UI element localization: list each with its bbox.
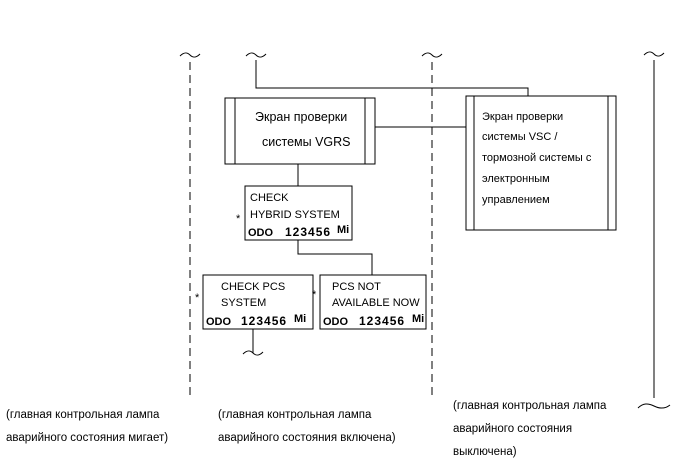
caption-blinking-line2: аварийного состояния мигает) — [6, 432, 168, 444]
hybrid-display-frame — [244, 185, 353, 241]
hybrid-display-line2: HYBRID SYSTEM — [250, 209, 340, 221]
vgrs-box-line2: системы VGRS — [262, 135, 351, 149]
vsc-box-frame — [465, 95, 617, 231]
vsc-box-line1: Экран проверки — [482, 111, 563, 123]
break-mark-top-center — [245, 52, 267, 58]
vgrs-box-line1: Экран проверки — [255, 110, 347, 124]
break-mark-top-mid — [421, 52, 443, 58]
hybrid-odo-value: 123456 — [285, 225, 331, 239]
pcs-check-odo-value: 123456 — [241, 314, 287, 328]
check-hybrid-system-display: CHECK HYBRID SYSTEM ODO 123456 Mi * — [236, 185, 353, 241]
vgrs-box-frame — [224, 97, 376, 165]
column-captions: (главная контрольная лампа аварийного со… — [6, 400, 607, 458]
break-marks — [179, 51, 671, 409]
caption-off-line2: аварийного состояния — [453, 423, 572, 435]
pcs-check-display-frame — [202, 274, 314, 330]
pcs-not-available-display: PCS NOT AVAILABLE NOW ODO 123456 Mi * — [312, 274, 427, 330]
vsc-box-line3: тормозной системы с — [482, 152, 592, 164]
caption-on-line2: аварийного состояния включена) — [218, 432, 396, 444]
pcs-na-display-frame — [319, 274, 427, 330]
pcs-na-line1: PCS NOT — [332, 281, 381, 293]
pcs-na-odo-value: 123456 — [359, 314, 405, 328]
hybrid-odo-unit: Mi — [337, 224, 349, 236]
caption-off-line3: выключена) — [453, 446, 517, 458]
caption-blinking-line1: (главная контрольная лампа — [6, 409, 160, 421]
break-mark-bottom-right — [637, 403, 671, 409]
vsc-box-line5: управлением — [482, 194, 550, 206]
vgrs-check-screen-box: Экран проверки системы VGRS — [224, 97, 376, 165]
vsc-box-line4: электронным — [482, 173, 550, 185]
caption-on-line1: (главная контрольная лампа — [218, 409, 372, 421]
hybrid-display-line1: CHECK — [250, 192, 289, 204]
caption-off-line1: (главная контрольная лампа — [453, 400, 607, 412]
connector-top-to-vsc — [255, 60, 529, 96]
break-mark-top-left — [179, 52, 201, 58]
pcs-na-odo-unit: Mi — [412, 313, 424, 325]
connectors — [252, 60, 529, 353]
pcs-na-asterisk: * — [312, 289, 317, 301]
connector-hybrid-to-pcs-na — [297, 240, 373, 275]
vsc-box-line2: системы VSC / — [482, 131, 558, 143]
pcs-check-line1: CHECK PCS — [221, 281, 285, 293]
pcs-check-odo-label: ODO — [206, 316, 232, 328]
vsc-ecb-check-screen-box: Экран проверки системы VSC / тормозной с… — [465, 95, 617, 231]
pcs-na-line2: AVAILABLE NOW — [332, 297, 420, 309]
check-pcs-system-display: CHECK PCS SYSTEM ODO 123456 Mi * — [195, 274, 314, 330]
pcs-check-line2: SYSTEM — [221, 297, 266, 309]
break-mark-top-right — [643, 51, 665, 57]
pcs-check-asterisk: * — [195, 292, 200, 304]
pcs-na-odo-label: ODO — [323, 316, 349, 328]
column-dividers — [189, 60, 655, 398]
hybrid-odo-label: ODO — [248, 227, 274, 239]
hybrid-asterisk: * — [236, 213, 241, 225]
pcs-check-odo-unit: Mi — [294, 313, 306, 325]
